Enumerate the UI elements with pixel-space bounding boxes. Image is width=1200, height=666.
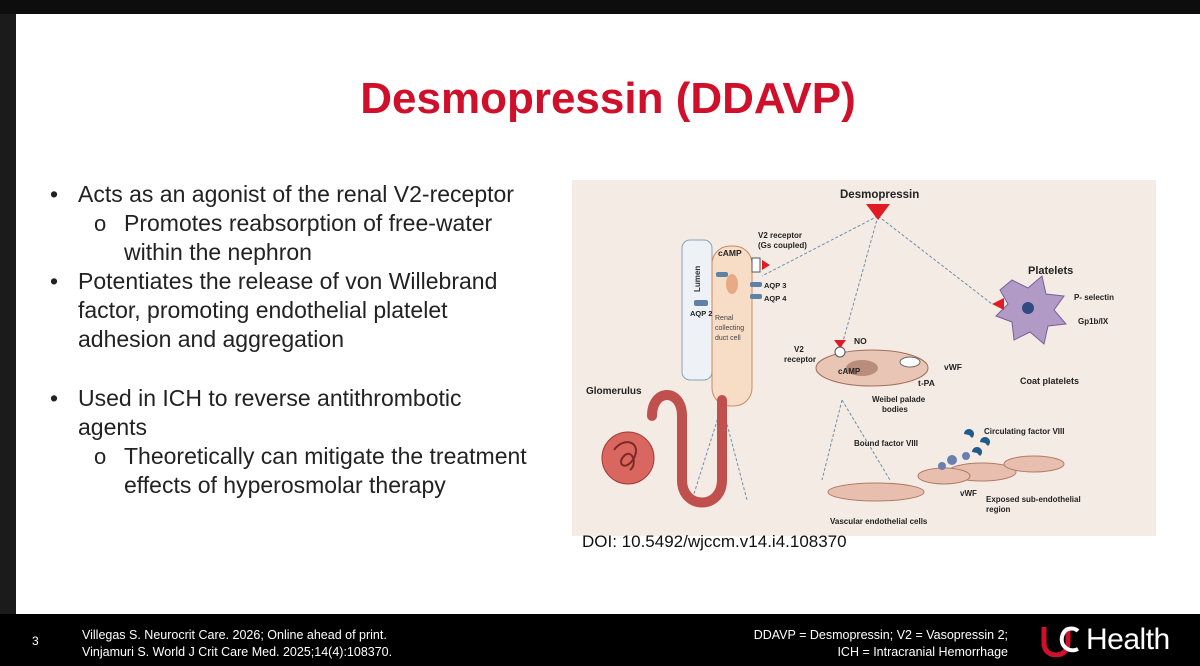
sub-bullet-item: o Theoretically can mitigate the treatme… bbox=[50, 442, 590, 500]
p-selectin-label: P- selectin bbox=[1074, 293, 1114, 302]
slide-number: 3 bbox=[32, 634, 39, 648]
bullet-text-line: Potentiates the release of von Willebran… bbox=[78, 268, 498, 294]
vascular-endothelial-cells-icon bbox=[827, 455, 1065, 502]
bodies-label: bodies bbox=[882, 405, 908, 414]
glomerulus-label: Glomerulus bbox=[586, 386, 642, 397]
reference-line: Vinjamuri S. World J Crit Care Med. 2025… bbox=[82, 645, 393, 659]
mechanism-figure: Desmopressin Lumen cAMP Renal collecting… bbox=[572, 180, 1156, 536]
duct-cell-label: duct cell bbox=[715, 335, 741, 342]
factor-viii-icon bbox=[964, 429, 990, 456]
glomerulus-icon bbox=[601, 431, 655, 485]
references: Villegas S. Neurocrit Care. 2026; Online… bbox=[82, 627, 392, 661]
platelet-cluster-icon bbox=[938, 452, 970, 470]
mechanism-diagram: Desmopressin Lumen cAMP Renal collecting… bbox=[586, 189, 1114, 526]
nephron-tubule-icon bbox=[647, 390, 727, 508]
bullet-text-line: effects of hyperosmolar therapy bbox=[124, 472, 446, 498]
slide-title: Desmopressin (DDAVP) bbox=[360, 74, 856, 123]
renal-label: Renal bbox=[715, 315, 734, 322]
region-label: region bbox=[986, 505, 1011, 514]
receptor-label: receptor bbox=[784, 355, 816, 364]
weibel-palade-body-icon bbox=[899, 356, 921, 368]
bullet-text-line: factor, promoting endothelial platelet bbox=[78, 297, 448, 323]
nucleus-icon bbox=[726, 274, 738, 294]
uc-health-logo: Health bbox=[1040, 622, 1170, 658]
bullet-dot: • bbox=[50, 385, 59, 411]
bullet-text-line: adhesion and aggregation bbox=[78, 326, 345, 352]
coat-platelets-label: Coat platelets bbox=[1020, 376, 1079, 386]
sub-bullet-marker: o bbox=[94, 211, 107, 236]
v2-label: V2 bbox=[794, 345, 804, 354]
bullet-text: Acts as an agonist of the renal V2-recep… bbox=[78, 181, 514, 207]
v2-receptor-icon bbox=[751, 257, 761, 273]
collecting-label: collecting bbox=[715, 325, 744, 332]
abbreviations: DDAVP = Desmopressin; V2 = Vasopressin 2… bbox=[754, 627, 1008, 661]
bullet-text-line: Used in ICH to reverse antithrombotic bbox=[78, 385, 462, 411]
aqp4-label: AQP 4 bbox=[764, 294, 787, 303]
window-top-bar bbox=[0, 0, 1200, 14]
no-label: NO bbox=[854, 336, 867, 346]
camp-label: cAMP bbox=[718, 248, 742, 258]
camp-endothelial-label: cAMP bbox=[838, 367, 861, 376]
circulating-factor-label: Circulating factor VIII bbox=[984, 427, 1064, 436]
bound-factor-label: Bound factor VIII bbox=[854, 439, 918, 448]
platelet-icon bbox=[995, 275, 1067, 345]
bullet-text-line: within the nephron bbox=[124, 239, 312, 265]
abbreviation-line: ICH = Intracranial Hemorrhage bbox=[837, 645, 1008, 659]
bullet-dot: • bbox=[50, 268, 59, 294]
ligand-triangle-icon bbox=[762, 260, 770, 270]
bullet-list: • Acts as an agonist of the renal V2-rec… bbox=[50, 180, 590, 500]
desmopressin-label: Desmopressin bbox=[840, 189, 919, 201]
reference-line: Villegas S. Neurocrit Care. 2026; Online… bbox=[82, 628, 387, 642]
bullet-item: • Potentiates the release of von Willebr… bbox=[50, 267, 590, 354]
sub-bullet-marker: o bbox=[94, 444, 107, 469]
gs-coupled-label: (Gs coupled) bbox=[758, 241, 807, 250]
aqp2-label: AQP 2 bbox=[690, 309, 712, 318]
ligand-triangle-icon bbox=[834, 340, 846, 348]
sub-bullet-item: o Promotes reabsorption of free-water wi… bbox=[50, 209, 590, 267]
abbreviation-line: DDAVP = Desmopressin; V2 = Vasopressin 2… bbox=[753, 628, 1008, 642]
vascular-label: Vascular endothelial cells bbox=[830, 517, 928, 526]
bullet-item: • Used in ICH to reverse antithrombotic … bbox=[50, 384, 590, 442]
cell-nucleus-icon bbox=[846, 360, 878, 376]
slide-footer: 3 Villegas S. Neurocrit Care. 2026; Onli… bbox=[0, 614, 1200, 666]
weibel-label: Weibel palade bbox=[872, 395, 926, 404]
lumen-label: Lumen bbox=[693, 266, 702, 292]
exposed-label: Exposed sub-endothelial bbox=[986, 495, 1081, 504]
aquaporin-icon bbox=[694, 272, 762, 306]
tpa-label: t-PA bbox=[918, 378, 935, 388]
doi-caption: DOI: 10.5492/wjccm.v14.i4.108370 bbox=[582, 532, 847, 551]
logo-text: Health bbox=[1086, 623, 1170, 656]
vwf-label: vWF bbox=[944, 362, 962, 372]
bullet-item: • Acts as an agonist of the renal V2-rec… bbox=[50, 180, 590, 209]
gp1b-label: Gp1b/IX bbox=[1078, 317, 1109, 326]
v2-receptor-endothelial-icon bbox=[834, 346, 846, 358]
ligand-triangle-icon bbox=[992, 298, 1004, 310]
bullet-text-line: Promotes reabsorption of free-water bbox=[124, 210, 493, 236]
aqp3-label: AQP 3 bbox=[764, 281, 786, 290]
bullet-text-line: Theoretically can mitigate the treatment bbox=[124, 443, 527, 469]
platelets-label: Platelets bbox=[1028, 265, 1073, 277]
renal-duct-cell bbox=[711, 245, 753, 407]
v2-receptor-label: V2 receptor bbox=[758, 231, 802, 240]
bullet-dot: • bbox=[50, 181, 59, 207]
vwf-bound-label: vWF bbox=[960, 489, 977, 498]
desmopressin-triangle-icon bbox=[866, 204, 890, 220]
slide-canvas: Desmopressin (DDAVP) • Acts as an agonis… bbox=[16, 14, 1200, 614]
uc-logo-icon bbox=[1041, 626, 1080, 657]
bullet-text-line: agents bbox=[78, 414, 148, 440]
